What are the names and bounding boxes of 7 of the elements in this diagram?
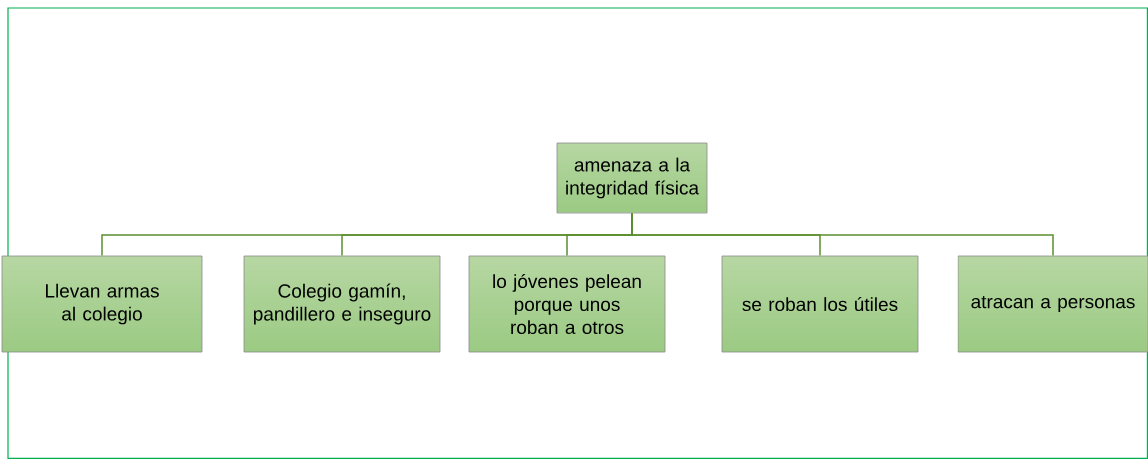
text-box: Llevan armas al colegio (1, 255, 203, 353)
text-box: atracan a personas (957, 255, 1148, 353)
text-box: se roban los útiles (721, 255, 919, 353)
text-box: amenaza a la integridad física (556, 142, 708, 214)
connector-line (631, 212, 1054, 257)
text-box: lo jóvenes pelean porque unos roban a otros (468, 255, 666, 353)
text-box: Colegio gamín, pandillero e inseguro (243, 255, 441, 353)
